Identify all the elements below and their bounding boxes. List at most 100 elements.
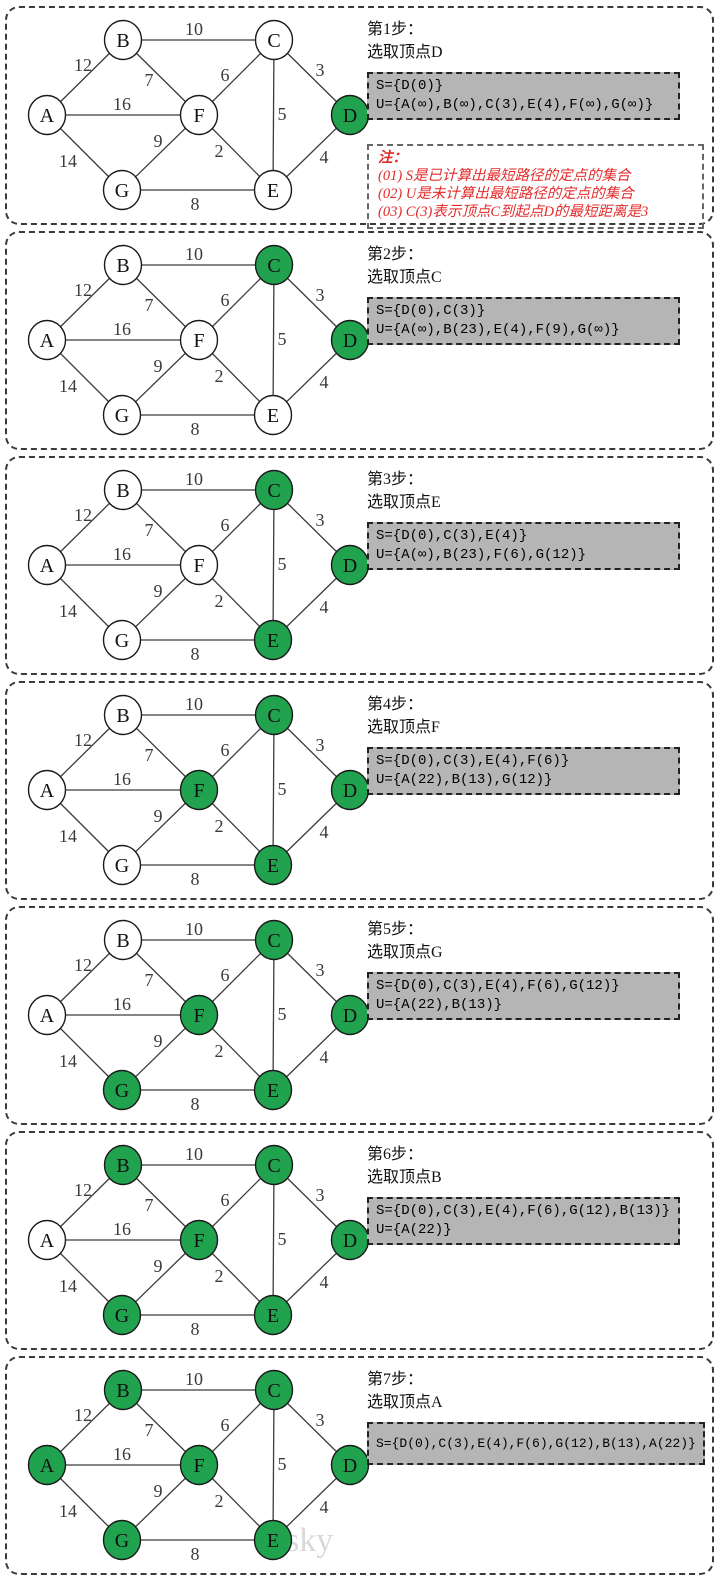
edge-weight-label-AF: 16: [113, 544, 131, 564]
edge-weight-label-CF: 6: [221, 740, 230, 760]
u-set: U={A(∞),B(∞),C(3),E(4),F(∞),G(∞)}: [376, 97, 654, 113]
graph-node-label-F: F: [193, 555, 204, 577]
edge-weight-label-AF: 16: [113, 1219, 131, 1239]
graph-node-D: [330, 1444, 370, 1486]
graph-node-E: [253, 169, 293, 211]
graph-edge-C-E: [272, 489, 275, 641]
set-box: S={D(0),C(3)} U={A(∞),B(23),E(4),F(9),G(…: [367, 297, 680, 345]
graph-node-label-F: F: [193, 105, 204, 127]
graph-node-label-B: B: [116, 705, 129, 727]
graph-node-label-A: A: [40, 1005, 55, 1027]
edge-weight-label-FG: 9: [154, 1481, 163, 1501]
graph-edge-C-E: [272, 1389, 275, 1541]
graph-node-A: [27, 994, 67, 1036]
edge-weight-label-AG: 14: [59, 601, 77, 621]
edge-weight-label-DE: 4: [320, 1272, 329, 1292]
graph-node-G: [102, 844, 142, 886]
note-line-1: (01) S是已计算出最短路径的定点的集合: [378, 168, 631, 184]
edge-weight-label-BC: 10: [185, 19, 203, 39]
graph-node-label-F: F: [193, 780, 204, 802]
edge-weight-label-AG: 14: [59, 151, 77, 171]
graph-node-label-F: F: [193, 1230, 204, 1252]
edge-weight-label-AG: 14: [59, 1501, 77, 1521]
graph-node-E: [253, 619, 293, 661]
edge-weight-label-CF: 6: [221, 1415, 230, 1435]
step-action: 选取顶点F: [367, 719, 440, 736]
edge-weight-label-FE: 2: [215, 366, 224, 386]
edge-weight-label-CE: 5: [278, 554, 287, 574]
note-line-2: (02) U是未计算出最短路径的定点的集合: [378, 186, 634, 202]
graph-node-A: [27, 1444, 67, 1486]
edge-weight-label-BC: 10: [185, 469, 203, 489]
step-title: 第3步：: [367, 471, 424, 488]
edge-weight-label-CE: 5: [278, 1454, 287, 1474]
edge-weight-label-DE: 4: [320, 1047, 329, 1067]
step-title: 第7步：: [367, 1371, 424, 1388]
graph-node-label-F: F: [193, 1455, 204, 1477]
graph-node-label-E: E: [267, 630, 279, 652]
edge-weight-label-CF: 6: [221, 65, 230, 85]
step-title: 第5步：: [367, 921, 424, 938]
note-box: 注： (01) S是已计算出最短路径的定点的集合 (02) U是未计算出最短路径…: [367, 144, 704, 229]
edge-weight-label-FG: 9: [154, 581, 163, 601]
graph-node-F: [179, 769, 219, 811]
graph-node-label-A: A: [40, 780, 55, 802]
s-set: S={D(0),C(3),E(4),F(6),G(12),B(13)}: [376, 1203, 671, 1219]
graph-node-label-G: G: [115, 630, 129, 652]
edge-weight-label-FG: 9: [154, 356, 163, 376]
graph-node-F: [179, 544, 219, 586]
edge-weight-label-BC: 10: [185, 694, 203, 714]
graph-node-label-B: B: [116, 255, 129, 277]
edge-weight-label-GE: 8: [191, 419, 200, 439]
graph-node-E: [253, 844, 293, 886]
u-set: U={A(22),B(13)}: [376, 997, 503, 1013]
edge-weight-label-AF: 16: [113, 769, 131, 789]
step-action: 选取顶点C: [367, 269, 442, 286]
edge-weight-label-AB: 12: [74, 730, 92, 750]
graph-node-F: [179, 94, 219, 136]
graph-node-label-E: E: [267, 1530, 279, 1552]
graph-node-B: [103, 1144, 143, 1186]
edge-weight-label-BC: 10: [185, 244, 203, 264]
graph-node-label-C: C: [267, 705, 280, 727]
graph-node-label-B: B: [116, 930, 129, 952]
graph-node-B: [103, 469, 143, 511]
step-4-sidebar: 第4步： 选取顶点F S={D(0),C(3),E(4),F(6)} U={A(…: [367, 693, 704, 795]
graph-node-G: [102, 619, 142, 661]
edge-weight-label-AB: 12: [74, 280, 92, 300]
graph-node-label-G: G: [115, 1305, 129, 1327]
graph-node-label-A: A: [40, 1230, 55, 1252]
graph-node-F: [179, 1444, 219, 1486]
u-set: U={A(∞),B(23),F(6),G(12)}: [376, 547, 587, 563]
note-line-3: (03) C(3)表示顶点C到起点D的最短距离是3: [378, 204, 649, 220]
graph-node-label-C: C: [267, 1380, 280, 1402]
graph-node-G: [102, 394, 142, 436]
graph-node-label-A: A: [40, 330, 55, 352]
graph-node-label-G: G: [115, 1530, 129, 1552]
graph-node-label-G: G: [115, 405, 129, 427]
graph-node-label-D: D: [343, 105, 357, 127]
edge-weight-label-AG: 14: [59, 826, 77, 846]
set-box: S={D(0),C(3),E(4),F(6),G(12),B(13)} U={A…: [367, 1197, 680, 1245]
graph-edge-C-E: [272, 39, 275, 191]
graph-node-A: [27, 1219, 67, 1261]
edge-weight-label-CE: 5: [278, 1229, 287, 1249]
graph-node-A: [27, 544, 67, 586]
edge-weight-label-CF: 6: [221, 290, 230, 310]
step-7-sidebar: 第7步： 选取顶点A S={D(0),C(3),E(4),F(6),G(12),…: [367, 1368, 705, 1465]
edge-weight-label-BF: 7: [145, 745, 154, 765]
graph-node-label-E: E: [267, 405, 279, 427]
step-6-sidebar: 第6步： 选取顶点B S={D(0),C(3),E(4),F(6),G(12),…: [367, 1143, 704, 1245]
graph-node-C: [254, 694, 294, 736]
edge-weight-label-CE: 5: [278, 329, 287, 349]
graph-node-label-E: E: [267, 180, 279, 202]
edge-weight-label-BF: 7: [145, 520, 154, 540]
graph-node-label-G: G: [115, 1080, 129, 1102]
graph-node-label-G: G: [115, 855, 129, 877]
